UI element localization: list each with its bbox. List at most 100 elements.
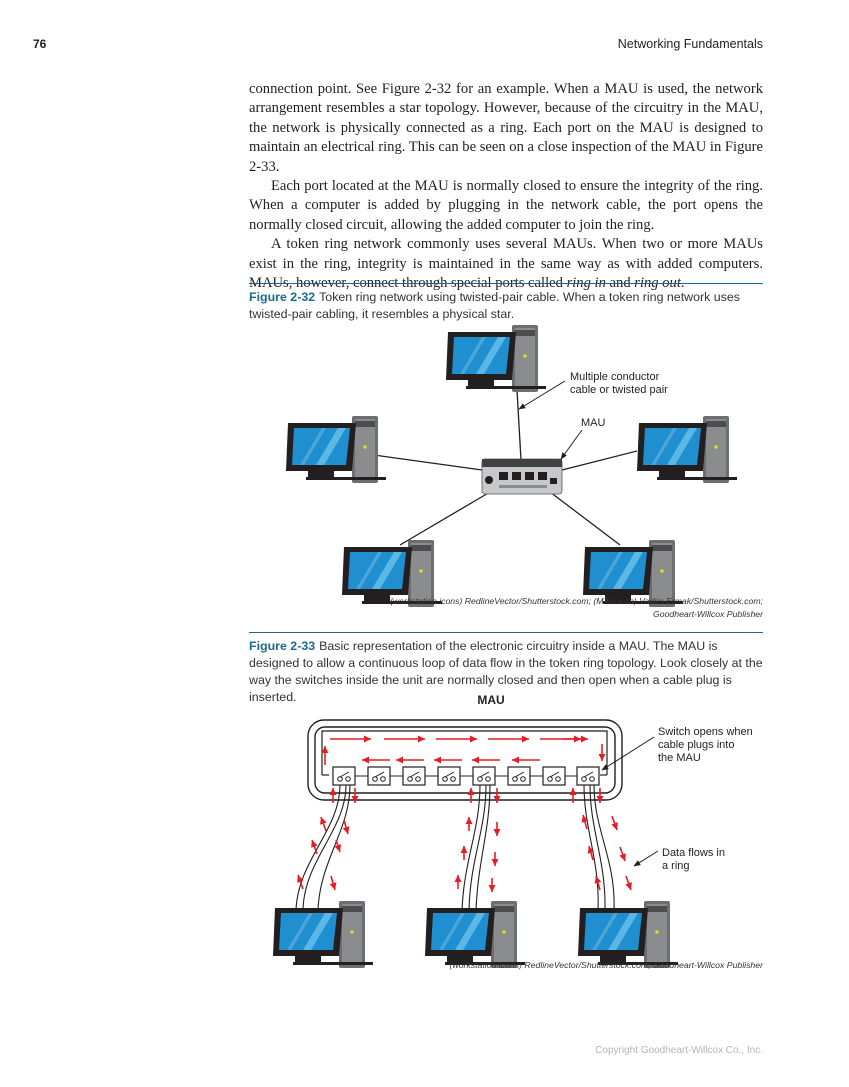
arrow-icon <box>488 735 529 743</box>
arrow-icon <box>563 735 588 743</box>
figure-32-credit-line1: (workstation icons) RedlineVector/Shutte… <box>389 596 763 606</box>
arrow-icon <box>311 839 318 855</box>
cable-label-arrow <box>518 380 566 410</box>
arrow-icon <box>351 788 359 803</box>
arrow-icon <box>491 852 499 866</box>
workstation-icon <box>286 416 386 483</box>
mau-icon <box>481 458 563 495</box>
arrow-icon <box>436 735 477 743</box>
arrow-icon <box>598 744 606 761</box>
mau-enclosure <box>307 719 623 801</box>
arrow-icon <box>434 756 462 764</box>
arrow-icon <box>594 875 602 891</box>
arrow-icon <box>596 788 604 803</box>
fig33-arrows <box>297 735 632 892</box>
workstation-icon <box>446 325 546 392</box>
paragraph-1: connection point. See Figure 2-32 for an… <box>249 81 764 175</box>
arrow-icon <box>297 874 304 890</box>
figure-33-credit-line: (workstation icons) RedlineVector/Shutte… <box>449 960 763 970</box>
data-label-line2: a ring <box>662 860 690 872</box>
arrow-icon <box>467 788 475 803</box>
arrow-icon <box>454 875 462 889</box>
switch-label-line1: Switch opens when <box>658 726 753 738</box>
fig33-cables <box>295 784 615 911</box>
cable-label-line1: Multiple conductor <box>570 371 660 383</box>
arrow-icon <box>581 814 589 830</box>
body-text: connection point. See Figure 2-32 for an… <box>249 80 763 293</box>
arrow-icon <box>465 817 473 831</box>
switch-icon <box>332 766 356 786</box>
cable-wire <box>475 784 491 911</box>
cable-label-line2: cable or twisted pair <box>570 384 668 396</box>
figure-33-caption-text: Basic representation of the electronic c… <box>249 639 763 704</box>
cable-wire <box>461 784 481 911</box>
cable-bottom-left <box>399 491 491 546</box>
cable-wire <box>593 784 615 911</box>
cable-wire <box>468 784 487 911</box>
switch-icon <box>542 766 566 786</box>
cable-wire <box>589 784 606 911</box>
figure-32-rule <box>249 283 763 284</box>
cable-wire <box>583 784 599 911</box>
arrow-icon <box>329 875 337 891</box>
workstation-icon <box>425 901 525 968</box>
arrow-icon <box>334 839 342 853</box>
running-title: Networking Fundamentals <box>617 37 763 51</box>
figure-33-number: Figure 2-33 <box>249 639 316 653</box>
switch-label-line3: the MAU <box>658 752 701 764</box>
mau-label: MAU <box>581 417 606 429</box>
switch-icon <box>507 766 531 786</box>
arrow-icon <box>342 819 350 835</box>
arrow-icon <box>619 846 626 862</box>
arrow-icon <box>488 878 496 892</box>
figure-32-number: Figure 2-32 <box>249 290 316 304</box>
arrow-icon <box>329 788 337 803</box>
switch-icon <box>576 766 600 786</box>
switch-group <box>332 766 600 786</box>
mau-label-arrow <box>560 429 583 460</box>
figure-33-credit: (workstation icons) RedlineVector/Shutte… <box>450 959 763 972</box>
figure-32-caption-text: Token ring network using twisted-pair ca… <box>249 290 740 321</box>
arrow-icon <box>611 815 618 831</box>
switch-icon <box>472 766 496 786</box>
arrow-icon <box>362 756 390 764</box>
arrow-icon <box>396 756 424 764</box>
cable-wire <box>302 784 347 911</box>
switch-icon <box>437 766 461 786</box>
page-number: 76 <box>33 37 47 51</box>
workstation-icon <box>273 901 373 968</box>
switch-label-arrow <box>601 736 655 771</box>
arrow-icon <box>493 788 501 803</box>
arrow-icon <box>472 756 500 764</box>
arrow-icon <box>384 735 425 743</box>
cable-wire <box>317 784 351 911</box>
data-label-arrow <box>633 850 659 867</box>
figure-32-credit: (workstation icons) RedlineVector/Shutte… <box>390 595 763 620</box>
switch-label-line2: cable plugs into <box>658 739 734 751</box>
figure-33-rule <box>249 632 763 633</box>
workstation-icon <box>637 416 737 483</box>
arrow-icon <box>330 735 371 743</box>
figure-33-title: MAU <box>477 693 504 707</box>
figure-32-credit-line2: Goodheart-Willcox Publisher <box>652 608 763 619</box>
arrow-icon <box>587 845 595 861</box>
paragraph-2: Each port located at the MAU is normally… <box>249 178 763 233</box>
cable-bottom-right <box>549 491 621 546</box>
data-label-line1: Data flows in <box>662 847 725 859</box>
switch-icon <box>402 766 426 786</box>
cable-wire <box>295 784 341 911</box>
arrow-icon <box>625 875 632 891</box>
arrow-icon <box>569 788 577 803</box>
arrow-icon <box>493 822 501 836</box>
arrow-icon <box>460 846 468 860</box>
arrow-icon <box>512 756 540 764</box>
cable-right <box>561 450 638 471</box>
switch-icon <box>367 766 391 786</box>
arrow-icon <box>320 816 327 832</box>
arrow-icon <box>321 746 329 765</box>
copyright: Copyright Goodheart-Willcox Co., Inc. <box>595 1045 763 1056</box>
workstation-icon <box>578 901 678 968</box>
